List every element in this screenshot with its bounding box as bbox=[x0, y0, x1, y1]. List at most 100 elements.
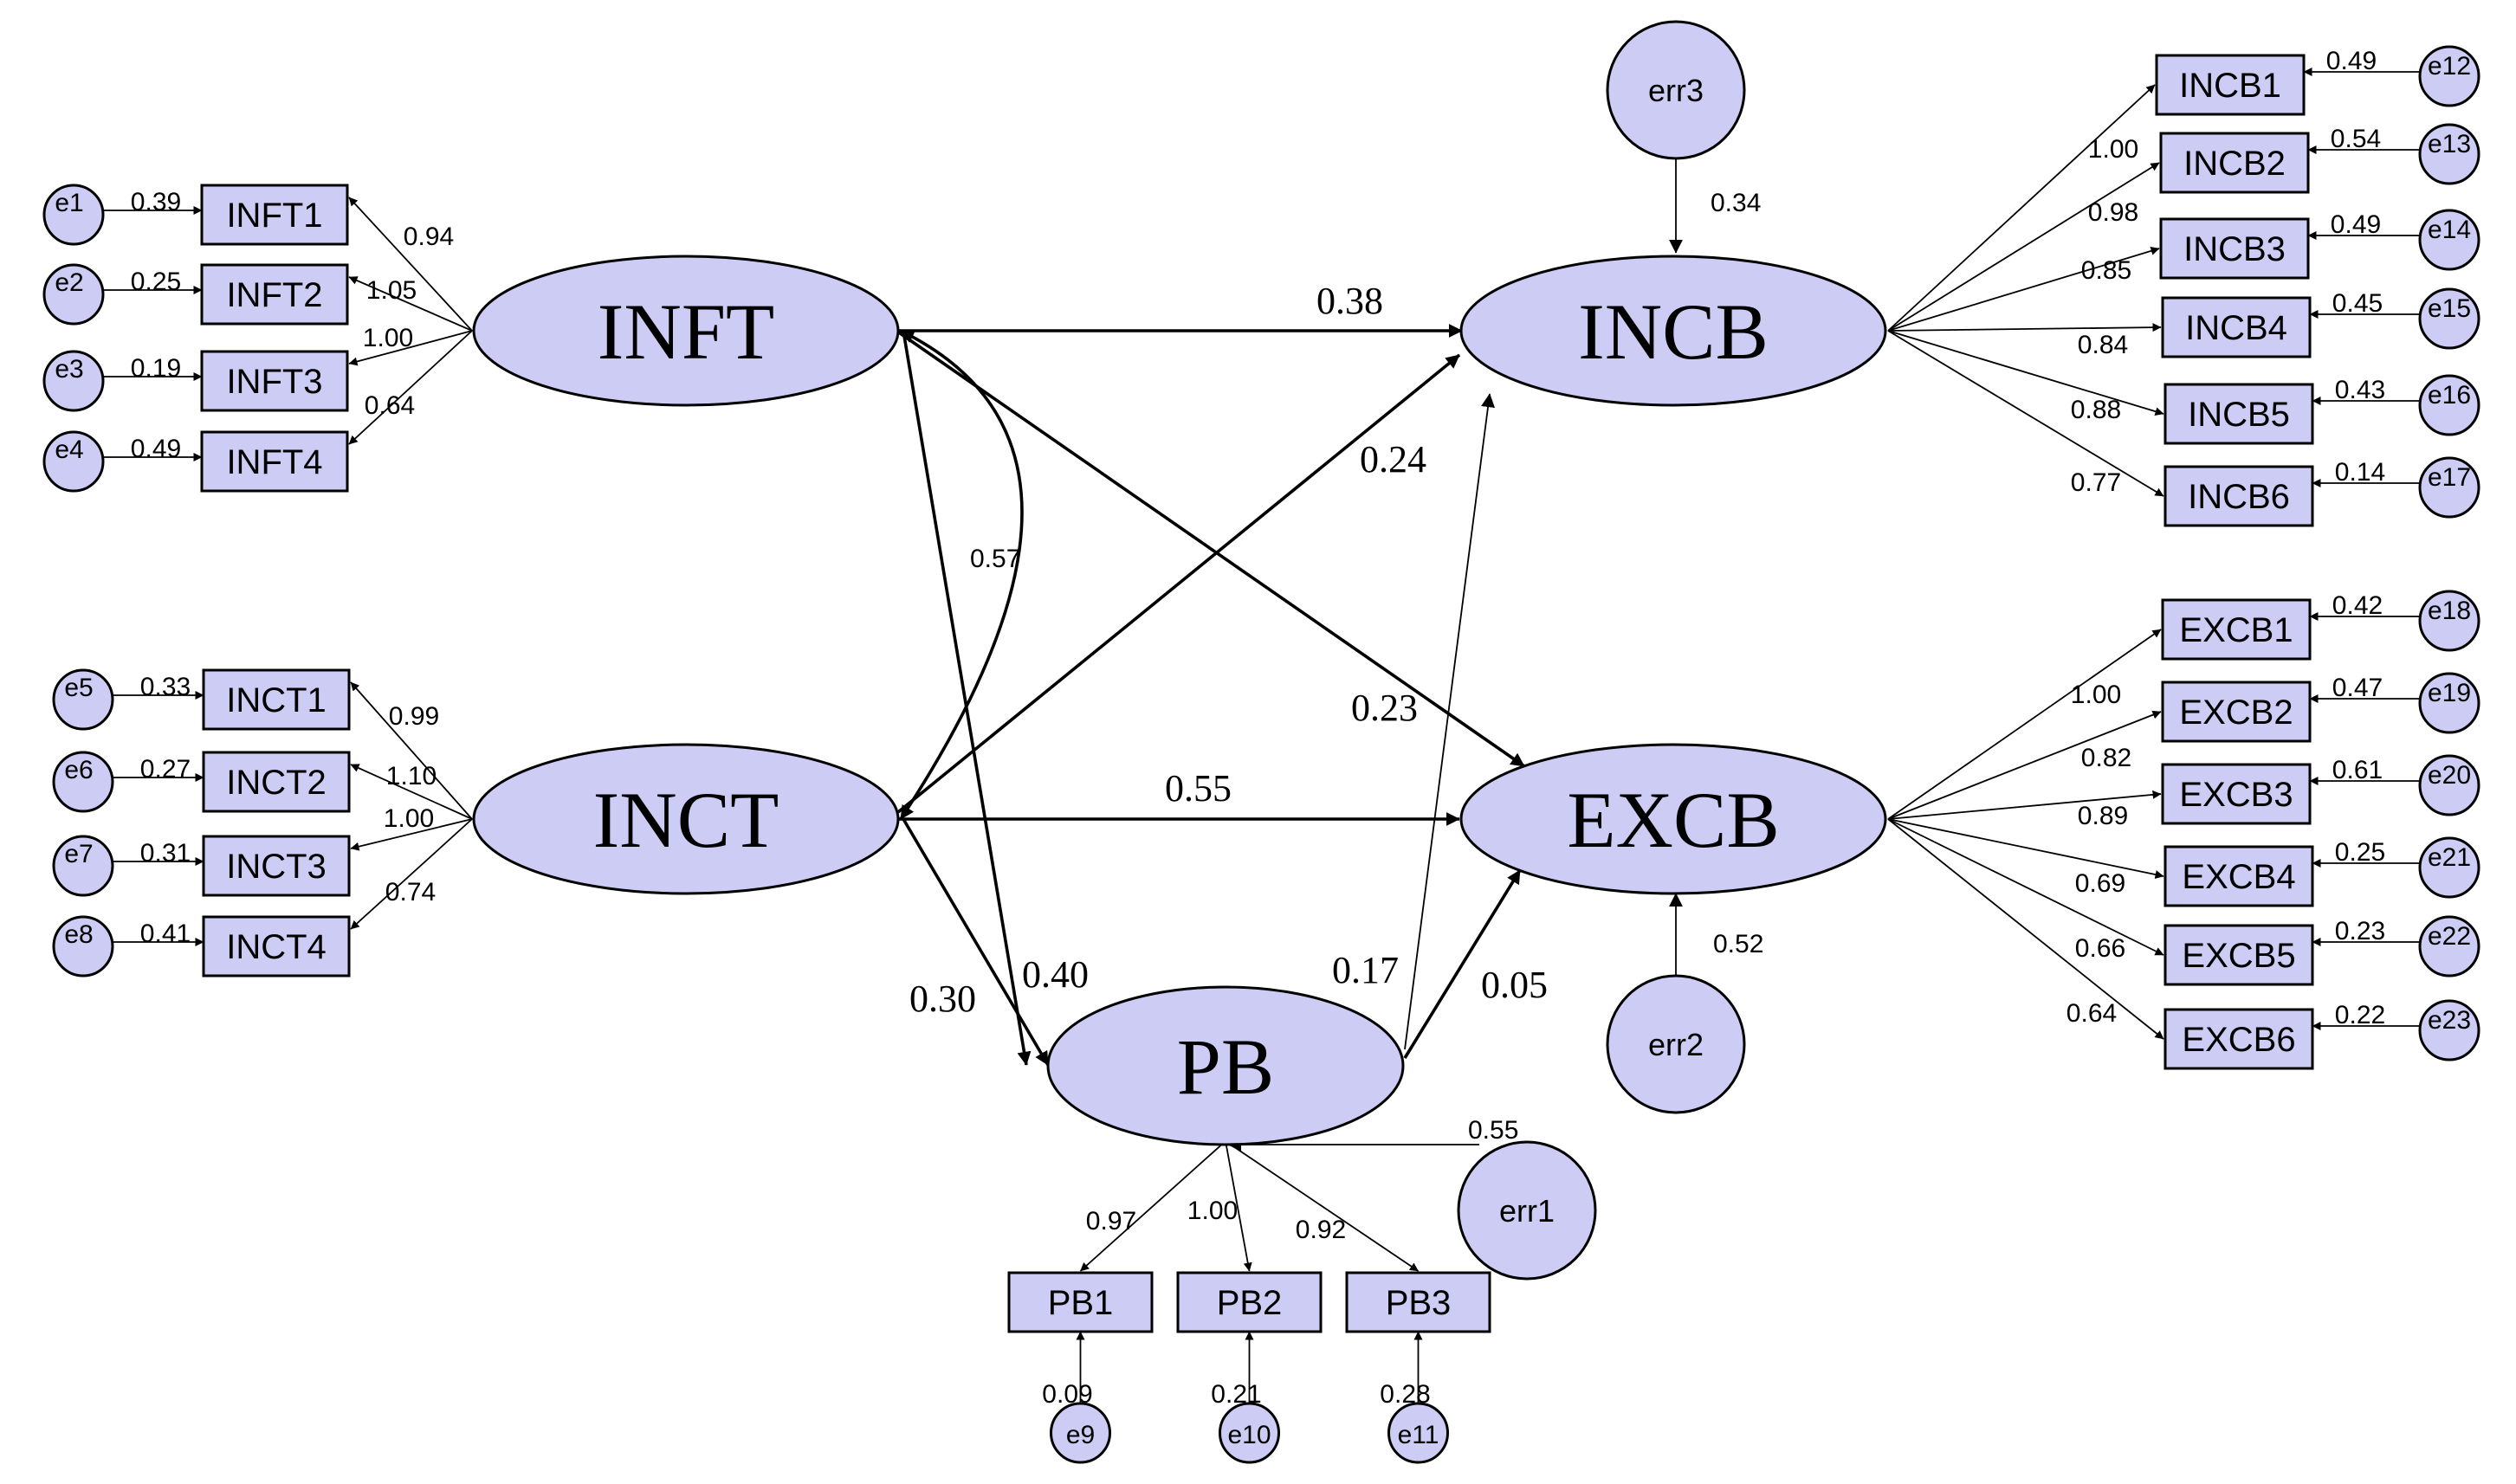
error-e7-label: e7 bbox=[64, 840, 93, 868]
indicator-inct1[interactable] bbox=[202, 668, 351, 731]
latent-pb[interactable] bbox=[1046, 985, 1405, 1146]
indicator-incb3[interactable] bbox=[2159, 217, 2310, 280]
indicator-excb6[interactable] bbox=[2164, 1008, 2314, 1070]
error-weight-e15: 0.45 bbox=[2332, 289, 2383, 318]
error-weight-e6: 0.27 bbox=[140, 755, 191, 784]
weight-err2: 0.52 bbox=[1713, 930, 1763, 958]
error-e22[interactable] bbox=[2418, 915, 2480, 978]
error-e10[interactable] bbox=[1219, 1402, 1280, 1464]
indicator-inft3[interactable] bbox=[200, 350, 349, 412]
error-e7[interactable] bbox=[52, 835, 114, 897]
indicator-pb1[interactable] bbox=[1007, 1271, 1154, 1333]
latent-inft[interactable] bbox=[472, 255, 900, 407]
loading-arrow-inct3 bbox=[350, 818, 473, 851]
loading-excb3: 0.89 bbox=[2078, 802, 2128, 830]
error-e16[interactable] bbox=[2418, 374, 2480, 436]
indicator-incb2[interactable] bbox=[2159, 132, 2310, 194]
loading-excb5: 0.66 bbox=[2075, 934, 2125, 963]
loading-arrow-pb3 bbox=[1225, 1140, 1420, 1272]
indicator-pb2[interactable] bbox=[1176, 1271, 1323, 1333]
error-e23[interactable] bbox=[2418, 999, 2480, 1061]
covariance-inft-inct bbox=[899, 329, 1024, 820]
indicator-incb1[interactable] bbox=[2155, 54, 2306, 116]
error-e5[interactable] bbox=[52, 668, 114, 731]
error-weight-e18: 0.42 bbox=[2332, 591, 2383, 620]
indicator-inct2[interactable] bbox=[202, 751, 351, 813]
indicator-excb2[interactable] bbox=[2161, 681, 2312, 743]
error-e1[interactable] bbox=[42, 184, 105, 246]
error-e6[interactable] bbox=[52, 751, 114, 813]
loading-inft4: 0.64 bbox=[365, 391, 415, 420]
indicator-inct3[interactable] bbox=[202, 835, 351, 897]
loading-arrow-incb3 bbox=[1887, 246, 2160, 332]
error-e23-label: e23 bbox=[2428, 1006, 2471, 1035]
error-e17[interactable] bbox=[2418, 456, 2480, 519]
indicator-incb6[interactable] bbox=[2164, 465, 2314, 527]
error-e5-label: e5 bbox=[64, 674, 93, 702]
loading-incb3: 0.85 bbox=[2081, 256, 2131, 285]
indicator-incb4-label: INCB4 bbox=[2185, 309, 2287, 347]
error-e20[interactable] bbox=[2418, 754, 2480, 816]
loading-arrow-excb4 bbox=[1887, 818, 2164, 879]
indicator-excb3[interactable] bbox=[2161, 763, 2312, 825]
error-e3[interactable] bbox=[42, 350, 105, 412]
error-e14[interactable] bbox=[2418, 209, 2480, 271]
error-e4[interactable] bbox=[42, 430, 105, 493]
loading-arrow-inft4 bbox=[348, 330, 473, 445]
loading-arrow-inft3 bbox=[348, 330, 473, 366]
error-weight-e23: 0.22 bbox=[2335, 1001, 2385, 1029]
loading-incb1: 1.00 bbox=[2088, 135, 2138, 164]
indicator-excb1[interactable] bbox=[2161, 598, 2312, 661]
weight-err1: 0.55 bbox=[1468, 1116, 1518, 1145]
error-e11[interactable] bbox=[1387, 1402, 1449, 1464]
coef-inft-incb: 0.38 bbox=[1316, 280, 1383, 322]
indicator-inct4[interactable] bbox=[202, 915, 351, 978]
error-e13[interactable] bbox=[2418, 123, 2480, 185]
structural-errors: err3 err2 err1 bbox=[1457, 20, 1746, 1281]
indicator-inft2[interactable] bbox=[200, 263, 349, 326]
indicator-excb4[interactable] bbox=[2164, 845, 2314, 907]
error-e17-label: e17 bbox=[2428, 463, 2471, 492]
indicator-pb3[interactable] bbox=[1345, 1271, 1491, 1333]
indicator-pb1-label: PB1 bbox=[1048, 1284, 1114, 1322]
err2-circle[interactable] bbox=[1606, 974, 1746, 1114]
error-weight-e13: 0.54 bbox=[2331, 125, 2381, 153]
error-e21[interactable] bbox=[2418, 836, 2480, 899]
indicator-inft4[interactable] bbox=[200, 430, 349, 493]
err1-circle[interactable] bbox=[1457, 1140, 1597, 1281]
indicator-excb5[interactable] bbox=[2164, 924, 2314, 986]
indicator-inft1[interactable] bbox=[200, 184, 349, 246]
error-e9-label: e9 bbox=[1066, 1421, 1095, 1449]
indicator-incb1-label: INCB1 bbox=[2179, 67, 2281, 105]
error-e10-label: e10 bbox=[1227, 1421, 1271, 1449]
error-weight-e16: 0.43 bbox=[2335, 376, 2385, 404]
latent-incb[interactable] bbox=[1459, 255, 1887, 407]
coef-inct-pb: 0.30 bbox=[909, 978, 976, 1020]
latent-excb[interactable] bbox=[1459, 743, 1887, 895]
error-e9[interactable] bbox=[1050, 1402, 1111, 1464]
loading-incb6: 0.77 bbox=[2071, 468, 2121, 497]
loading-inct1: 0.99 bbox=[389, 702, 439, 731]
error-e8[interactable] bbox=[52, 915, 114, 978]
loading-arrow-inft1 bbox=[348, 197, 473, 332]
error-e12[interactable] bbox=[2418, 45, 2480, 107]
err3-circle[interactable] bbox=[1606, 20, 1746, 160]
indicator-incb5[interactable] bbox=[2164, 383, 2314, 445]
indicator-inft1-label: INFT1 bbox=[226, 197, 322, 235]
error-e19[interactable] bbox=[2418, 672, 2480, 734]
error-e12-label: e12 bbox=[2428, 52, 2471, 81]
error-e4-label: e4 bbox=[55, 436, 83, 464]
coef-inft-pb: 0.40 bbox=[1022, 953, 1089, 996]
error-e15[interactable] bbox=[2418, 287, 2480, 350]
loading-incb2: 0.98 bbox=[2088, 198, 2138, 227]
error-e15-label: e15 bbox=[2428, 294, 2471, 323]
latent-inct[interactable] bbox=[472, 743, 900, 895]
indicator-incb4[interactable] bbox=[2161, 296, 2312, 358]
error-e18[interactable] bbox=[2418, 590, 2480, 652]
error-e3-label: e3 bbox=[55, 355, 83, 384]
error-e20-label: e20 bbox=[2428, 761, 2471, 790]
error-e2[interactable] bbox=[42, 263, 105, 326]
error-e18-label: e18 bbox=[2428, 597, 2471, 625]
structural-paths bbox=[895, 324, 1526, 1066]
